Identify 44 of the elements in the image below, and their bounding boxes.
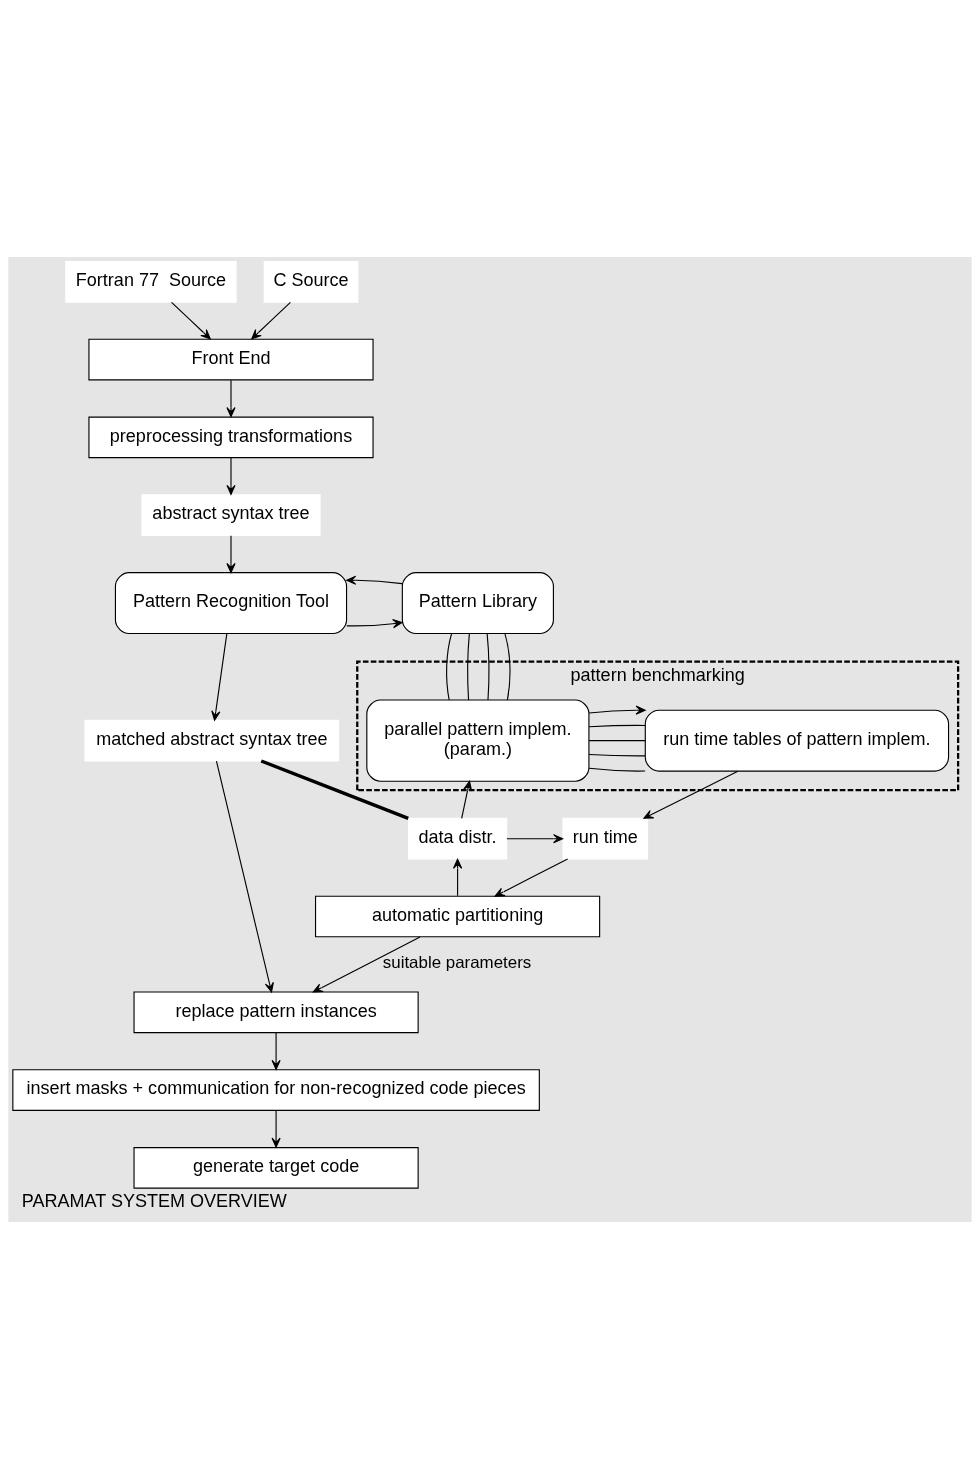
connector xyxy=(588,753,646,757)
node-box: replace pattern instances xyxy=(133,991,419,1034)
arrow xyxy=(461,780,473,819)
node-box: matched abstract syntax tree xyxy=(84,719,340,762)
arrow xyxy=(226,379,236,418)
connector xyxy=(588,740,646,742)
arrow xyxy=(271,1032,281,1070)
arrow xyxy=(346,619,403,629)
arrow xyxy=(346,575,403,585)
connector xyxy=(588,724,646,728)
arrow xyxy=(251,301,291,340)
node-box: data distr. xyxy=(408,817,508,860)
arrow xyxy=(312,936,421,993)
node-box: Front End xyxy=(88,338,374,381)
arrow xyxy=(452,858,463,897)
node-box: Fortran 77 Source xyxy=(65,260,237,303)
node-box: Pattern Library xyxy=(401,572,554,635)
connector xyxy=(486,633,490,701)
connector xyxy=(260,759,409,820)
connector xyxy=(504,633,511,701)
node-box: run time xyxy=(562,817,649,860)
connector xyxy=(588,767,646,772)
node-box: automatic partitioning xyxy=(314,895,601,938)
arrow xyxy=(494,858,569,897)
connector xyxy=(446,633,453,701)
arrow xyxy=(271,1110,281,1148)
arrow xyxy=(226,535,236,574)
edge-label: suitable parameters xyxy=(382,953,532,973)
node-box: abstract syntax tree xyxy=(141,494,321,536)
arrow xyxy=(215,760,274,993)
arrow xyxy=(226,457,236,495)
arrow xyxy=(506,834,564,844)
node-box: generate target code xyxy=(133,1147,419,1189)
node-box: Pattern Recognition Tool xyxy=(114,572,348,635)
arrow xyxy=(588,705,646,715)
node-box: C Source xyxy=(263,260,359,303)
node-box: parallel pattern implem. (param.) xyxy=(366,699,590,782)
node-box: preprocessing transformations xyxy=(88,416,374,459)
connector xyxy=(467,633,470,701)
diagram-title: PARAMAT SYSTEM OVERVIEW xyxy=(21,1191,287,1212)
node-box: run time tables of pattern implem. xyxy=(644,709,950,772)
arrow xyxy=(211,633,228,721)
node-box: insert masks + communication for non-recognized code pieces xyxy=(12,1069,540,1111)
arrow xyxy=(171,301,211,340)
